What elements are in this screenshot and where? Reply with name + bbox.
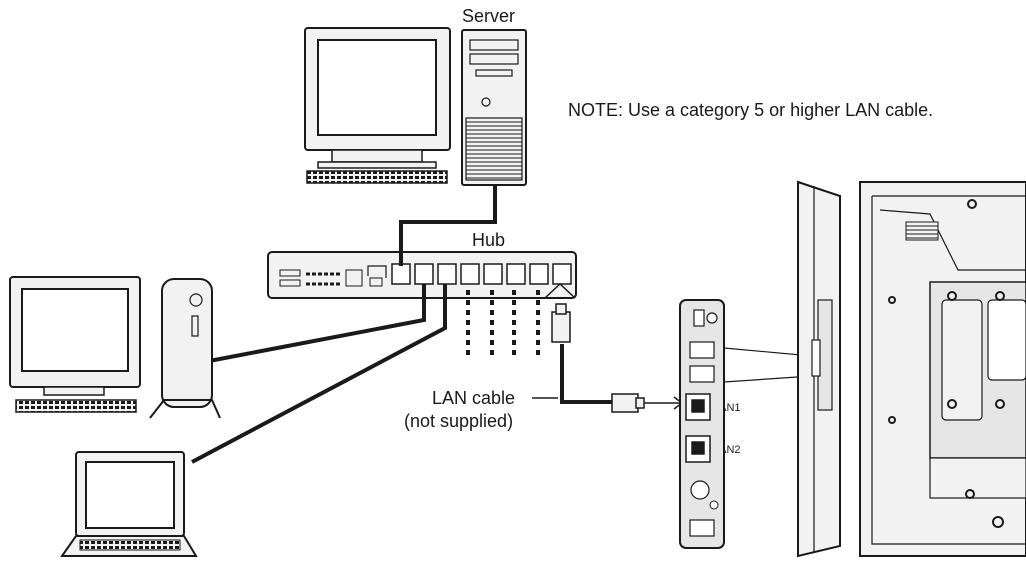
hub-label: Hub bbox=[472, 230, 506, 250]
terminal-panel bbox=[679, 299, 725, 549]
lan1-port bbox=[685, 393, 711, 421]
not-supplied-label: (not supplied) bbox=[404, 411, 514, 431]
rj45-connector-hub bbox=[551, 303, 571, 343]
lan2-port bbox=[685, 435, 711, 463]
connect-arrow bbox=[644, 396, 684, 410]
server-keyboard bbox=[306, 170, 448, 184]
plug-in-arrow bbox=[544, 282, 576, 299]
lan-cable-label: LAN cable bbox=[432, 388, 516, 408]
unused-port-dashes bbox=[466, 290, 540, 358]
client-keyboard bbox=[15, 399, 137, 413]
client-monitor bbox=[9, 276, 141, 396]
display-rear-view bbox=[859, 181, 1026, 557]
server-monitor bbox=[304, 27, 451, 169]
display-side-view bbox=[797, 180, 841, 558]
client-tower bbox=[149, 278, 221, 419]
hub-ports bbox=[391, 263, 572, 285]
server-tower bbox=[461, 29, 527, 186]
laptop-keyboard bbox=[79, 539, 181, 551]
rj45-connector-display bbox=[611, 393, 645, 413]
network-cables bbox=[191, 185, 612, 464]
server-label: Server bbox=[462, 6, 516, 26]
note-text: NOTE: Use a category 5 or higher LAN cab… bbox=[568, 100, 934, 120]
